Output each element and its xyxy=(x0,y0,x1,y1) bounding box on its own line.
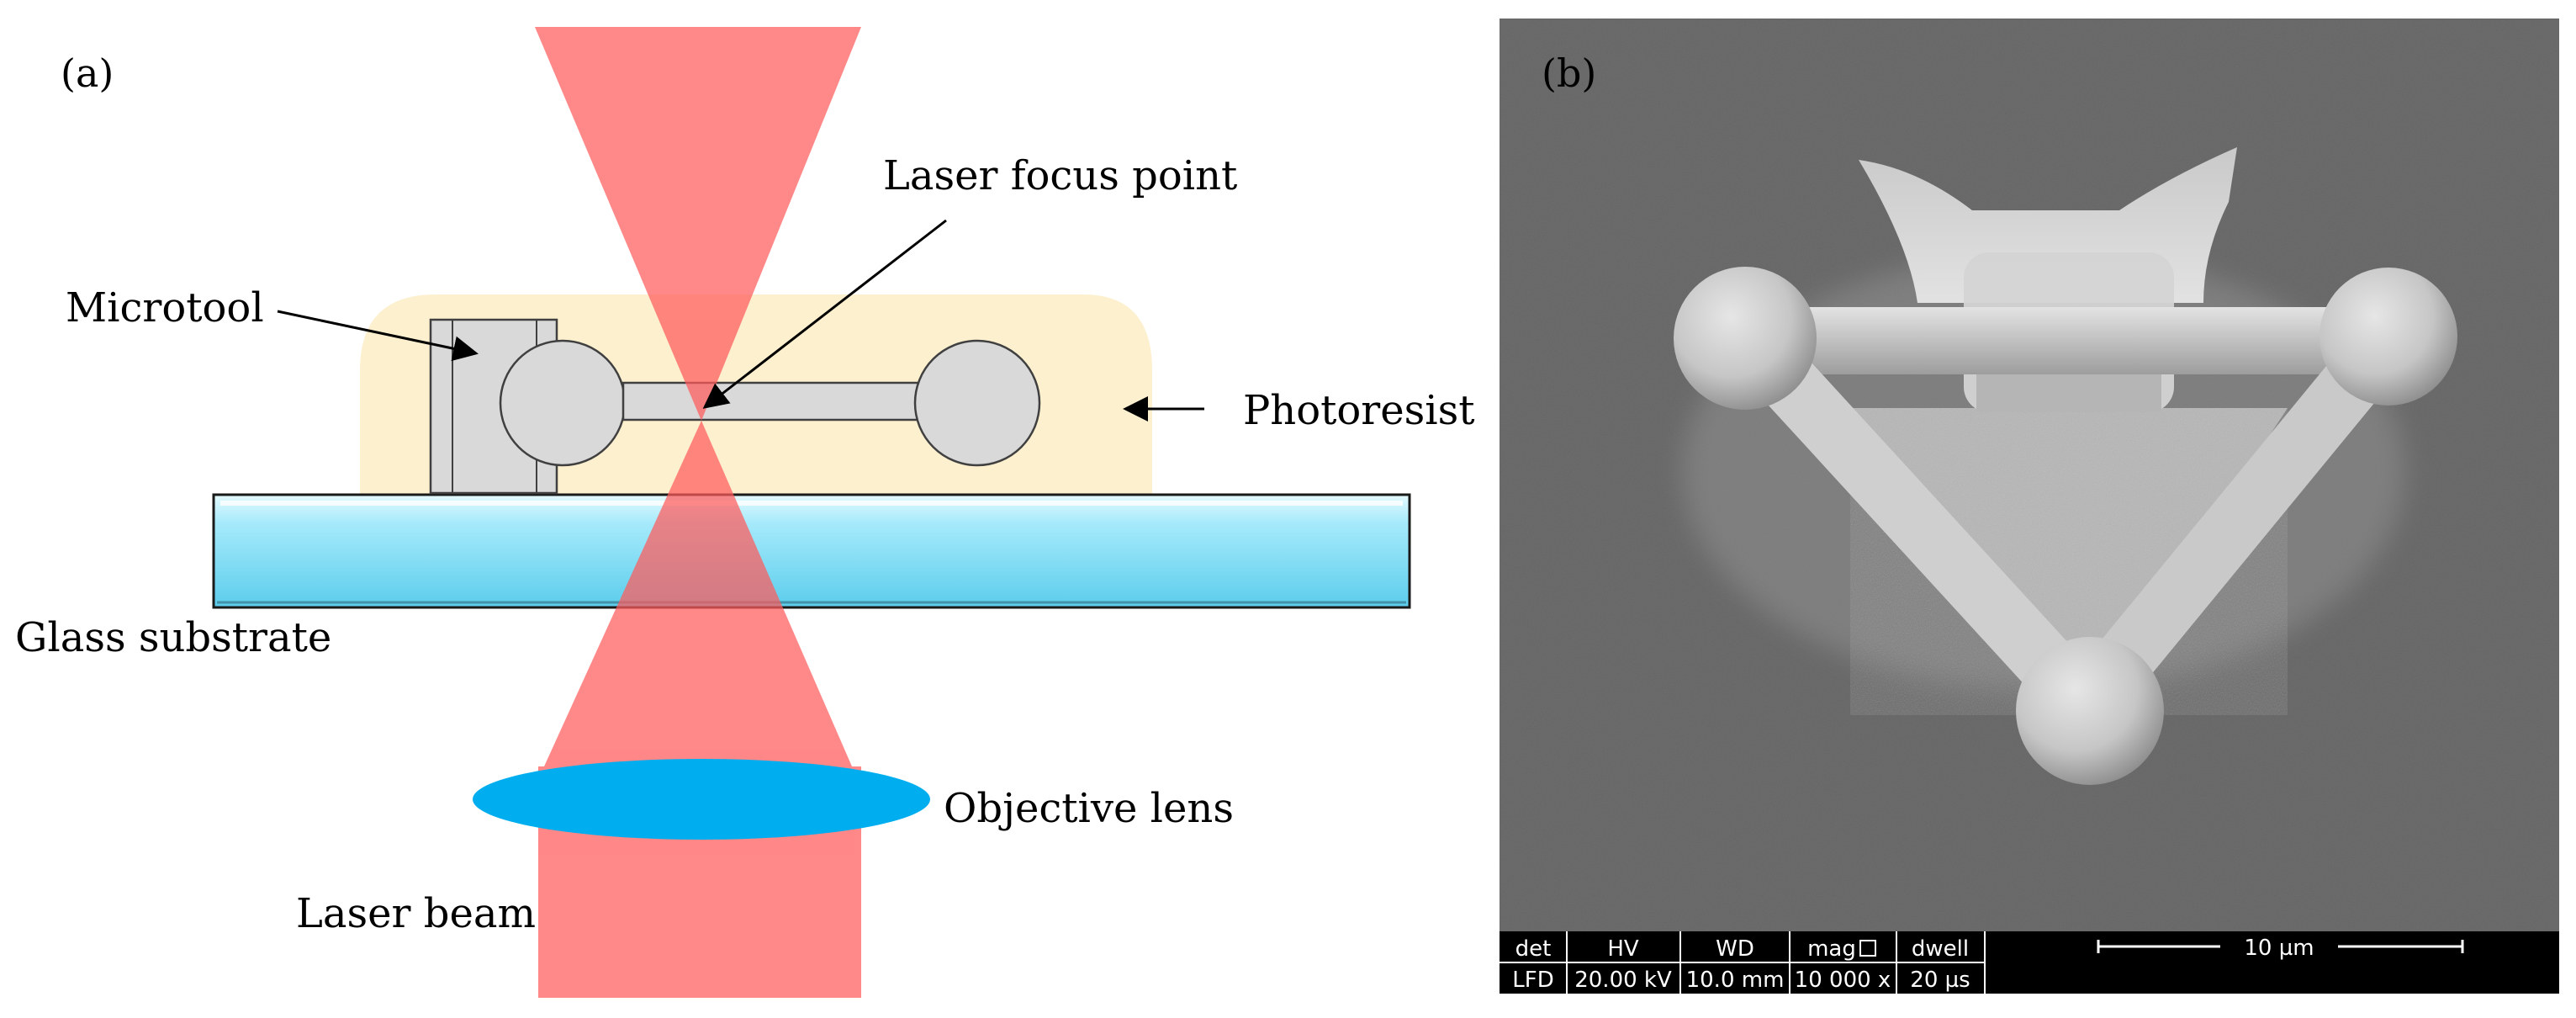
databar-value-mag: 10 000 x xyxy=(1795,968,1891,993)
glass-substrate xyxy=(212,493,1411,609)
databar-value-hv: 20.00 kV xyxy=(1574,968,1672,993)
objective-lens xyxy=(473,759,930,840)
objective-lens-label: Objective lens xyxy=(944,785,1234,832)
panel-a-label: (a) xyxy=(61,50,114,96)
schematic-panel: (a) Laser focus xyxy=(15,27,1475,998)
laser-focus-point-label: Laser focus point xyxy=(883,152,1237,199)
left-sphere xyxy=(1674,267,1817,410)
scale-bar-label: 10 µm xyxy=(2244,936,2314,961)
panel-b-label: (b) xyxy=(1542,50,1596,96)
triangle-base xyxy=(1850,408,2288,715)
sem-micrograph: (b) xyxy=(1500,19,2559,994)
photoresist-label: Photoresist xyxy=(1243,387,1475,434)
databar-header-dwell: dwell xyxy=(1912,936,1969,962)
right-rod xyxy=(2055,323,2406,737)
sem-panel: (b) xyxy=(1497,0,2576,1015)
right-sphere xyxy=(2319,268,2457,406)
left-rod xyxy=(1732,323,2116,737)
schematic-diagram: (a) Laser focus xyxy=(15,27,1475,998)
laser-focus-arrow xyxy=(702,219,947,409)
laser-beam-label: Laser beam xyxy=(296,890,536,937)
databar-header-wd: WD xyxy=(1716,936,1754,962)
databar-value-wd: 10.0 mm xyxy=(1686,968,1785,993)
databar-header-det: det xyxy=(1515,936,1552,962)
square-icon xyxy=(1859,940,1876,957)
glass-substrate-label: Glass substrate xyxy=(15,614,331,661)
databar-header-mag: mag xyxy=(1807,936,1856,962)
databar-header-hv: HV xyxy=(1607,936,1639,962)
databar-value-dwell: 20 µs xyxy=(1910,968,1970,993)
bottom-sphere xyxy=(2016,637,2164,785)
microtool xyxy=(429,318,1041,495)
databar-value-det: LFD xyxy=(1512,968,1553,993)
microtool-label: Microtool xyxy=(66,284,264,331)
microtool-arrow xyxy=(277,310,479,362)
sem-databar: det HV WD mag dwell LFD 20.00 kV 10.0 mm… xyxy=(1500,931,2559,994)
horizontal-rod xyxy=(1690,307,2431,374)
